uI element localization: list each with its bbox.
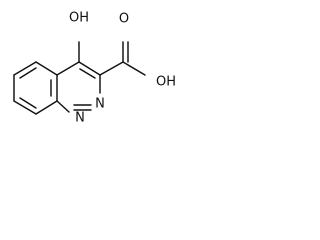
pyridazine-ring — [56, 61, 101, 113]
carbonyl-oxygen-label: O — [119, 12, 129, 27]
bond-benzene-4 — [35, 100, 58, 115]
hydroxyl-label-top: OH — [69, 11, 89, 26]
benzene-ring — [13, 61, 58, 115]
bond-benzene-5 — [13, 100, 37, 115]
nitrogen-label-lower: N — [75, 111, 85, 126]
bond-benzene-2 — [35, 61, 58, 76]
bond-c4-c3-double — [79, 68, 96, 79]
bond-n1-c8a — [56, 100, 70, 113]
hydroxyl-group-top: OH — [69, 11, 89, 63]
nitrogen-labels: N N — [75, 97, 105, 126]
bond-benzene-inner-3 — [19, 97, 37, 109]
nitrogen-label-upper: N — [95, 97, 105, 112]
bond-c4-c3 — [78, 61, 101, 76]
bond-carboxyl-oh — [122, 61, 146, 76]
bond-benzene-1 — [13, 61, 37, 76]
bond-benzene-inner-1 — [19, 67, 37, 79]
bond-c3-carboxyl-c — [99, 61, 124, 76]
carboxyl-hydroxyl-label: OH — [156, 75, 176, 90]
carboxylic-acid-group: O OH — [99, 12, 176, 90]
structure-canvas: OH O OH N N — [0, 0, 230, 138]
bond-c4a-c4 — [56, 61, 80, 76]
chemical-structure-diagram: OH O OH N N — [13, 11, 176, 126]
